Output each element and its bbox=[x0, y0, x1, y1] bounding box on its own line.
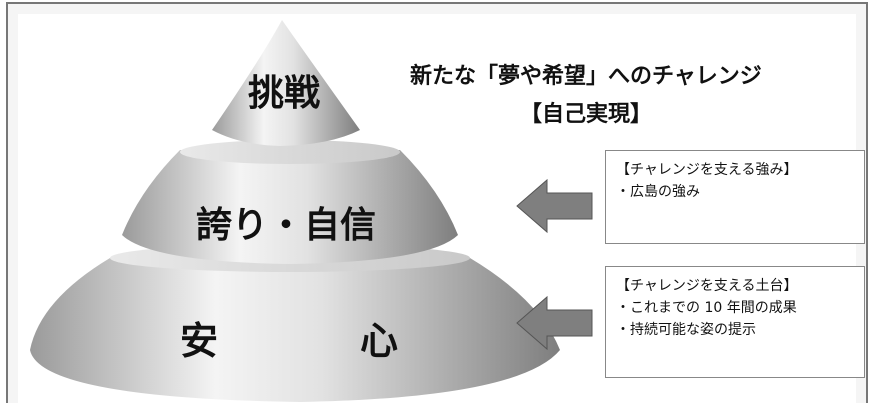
tier-bottom-shape bbox=[30, 244, 560, 402]
arrow-to-bottom-icon bbox=[516, 295, 593, 351]
tier-top-label: 挑戦 bbox=[248, 73, 321, 114]
tier-middle-shape bbox=[122, 140, 458, 264]
arrow-to-middle-icon bbox=[516, 178, 593, 234]
foundation-callout-heading: 【チャレンジを支える土台】 bbox=[616, 278, 798, 294]
strength-callout-heading: 【チャレンジを支える強み】 bbox=[616, 162, 798, 178]
foundation-callout-item: ・これまでの 10 年間の成果 bbox=[616, 300, 797, 316]
strength-callout-item: ・広島の強み bbox=[616, 184, 700, 200]
diagram-subtitle: 【自己実現】 bbox=[520, 102, 653, 127]
strength-callout-box: 【チャレンジを支える強み】 ・広島の強み bbox=[605, 150, 865, 244]
tier-bottom-label-left: 安 bbox=[180, 319, 219, 363]
tier-bottom-label-right: 心 bbox=[360, 319, 399, 363]
tier-top-shape bbox=[212, 20, 360, 146]
diagram-title: 新たな「夢や希望」へのチャレンジ bbox=[410, 64, 762, 89]
foundation-callout-item: ・持続可能な姿の提示 bbox=[616, 322, 756, 338]
foundation-callout-box: 【チャレンジを支える土台】 ・これまでの 10 年間の成果 ・持続可能な姿の提示 bbox=[605, 266, 865, 378]
tier-middle-label: 誇り・自信 bbox=[196, 205, 377, 246]
